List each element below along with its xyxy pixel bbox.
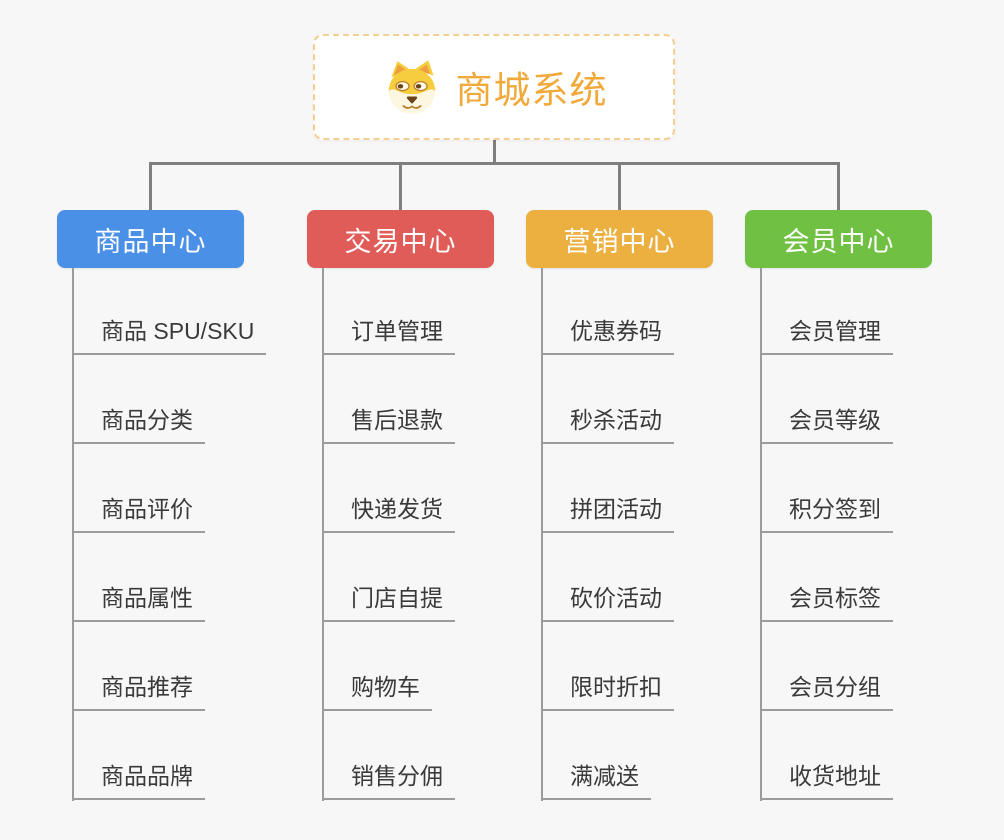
branch-label: 会员中心 (782, 226, 895, 257)
leaf-node[interactable]: 砍价活动 (543, 582, 674, 622)
leaf-node[interactable]: 优惠券码 (543, 315, 674, 355)
leaf-node[interactable]: 购物车 (324, 671, 432, 711)
connector-drop-1 (149, 162, 152, 210)
leaf-node[interactable]: 订单管理 (324, 315, 455, 355)
leaf-node[interactable]: 商品 SPU/SKU (74, 315, 267, 355)
leaf-node[interactable]: 限时折扣 (543, 671, 674, 711)
branch-label: 交易中心 (344, 226, 457, 257)
leaf-node[interactable]: 商品评价 (74, 493, 205, 533)
leaf-node[interactable]: 会员管理 (762, 315, 893, 355)
leaf-node[interactable]: 收货地址 (762, 760, 893, 800)
leaf-node[interactable]: 积分签到 (762, 493, 893, 533)
branch-node-trade-center[interactable]: 交易中心 (307, 210, 494, 268)
branch-trunk-trade: 订单管理 售后退款 快递发货 门店自提 购物车 销售分佣 (322, 268, 559, 801)
branch-node-product-center[interactable]: 商品中心 (57, 210, 244, 268)
leaf-node[interactable]: 满减送 (543, 760, 651, 800)
connector-root-stub (493, 140, 496, 163)
branch-node-marketing-center[interactable]: 营销中心 (526, 210, 713, 268)
leaf-node[interactable]: 商品属性 (74, 582, 205, 622)
branch-label: 营销中心 (563, 226, 676, 257)
leaf-node[interactable]: 销售分佣 (324, 760, 455, 800)
branch-trunk-member: 会员管理 会员等级 积分签到 会员标签 会员分组 收货地址 (760, 268, 997, 801)
leaf-node[interactable]: 商品品牌 (74, 760, 205, 800)
connector-drop-3 (618, 162, 621, 210)
leaf-node[interactable]: 会员等级 (762, 404, 893, 444)
branch-label: 商品中心 (94, 226, 207, 257)
leaf-node[interactable]: 快递发货 (324, 493, 455, 533)
leaf-node[interactable]: 秒杀活动 (543, 404, 674, 444)
branch-node-member-center[interactable]: 会员中心 (745, 210, 932, 268)
connector-drop-2 (399, 162, 402, 210)
root-title: 商城系统 (455, 70, 608, 111)
branch-trunk-marketing: 优惠券码 秒杀活动 拼团活动 砍价活动 限时折扣 满减送 (541, 268, 778, 801)
leaf-node[interactable]: 会员标签 (762, 582, 893, 622)
leaf-node[interactable]: 门店自提 (324, 582, 455, 622)
connector-horizontal (149, 162, 839, 165)
doge-icon (388, 60, 435, 114)
leaf-node[interactable]: 售后退款 (324, 404, 455, 444)
leaf-node[interactable]: 拼团活动 (543, 493, 674, 533)
leaf-node[interactable]: 会员分组 (762, 671, 893, 711)
root-node[interactable]: 商城系统 (313, 34, 675, 140)
leaf-node[interactable]: 商品分类 (74, 404, 205, 444)
branch-trunk-product: 商品 SPU/SKU 商品分类 商品评价 商品属性 商品推荐 商品品牌 (72, 268, 309, 801)
connector-drop-4 (837, 162, 840, 210)
leaf-node[interactable]: 商品推荐 (74, 671, 205, 711)
